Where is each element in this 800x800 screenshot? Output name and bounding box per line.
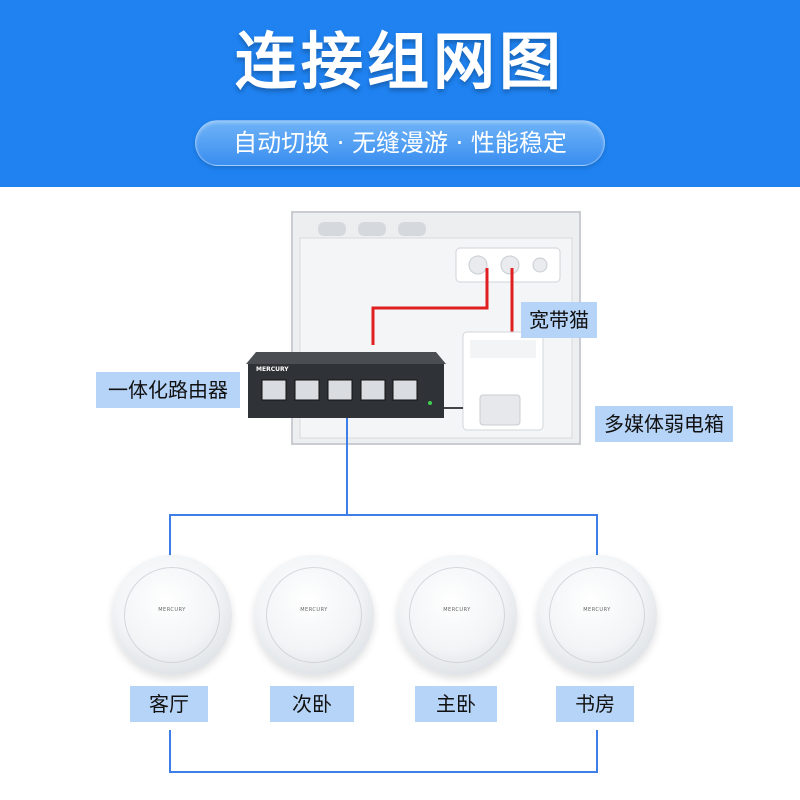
router-ports	[261, 379, 418, 401]
access-point-living: MERCURY	[112, 555, 232, 675]
access-point-second-bedroom: MERCURY	[254, 555, 374, 675]
blue-cable-top	[169, 514, 598, 580]
blue-cable-bottom	[169, 730, 598, 773]
header-banner: 连接组网图 自动切换 · 无缝漫游 · 性能稳定	[0, 0, 800, 187]
label-router: 一体化路由器	[96, 372, 240, 408]
router-brand: MERCURY	[256, 366, 289, 373]
access-point-study: MERCURY	[537, 555, 657, 675]
box-slots	[318, 222, 426, 236]
red-cable-router	[371, 268, 489, 345]
label-media-box: 多媒体弱电箱	[595, 406, 733, 442]
subtitle-pill: 自动切换 · 无缝漫游 · 性能稳定	[195, 120, 605, 166]
room-label-study: 书房	[556, 686, 634, 722]
room-label-living: 客厅	[130, 686, 208, 722]
room-label-master-bedroom: 主卧	[415, 686, 497, 722]
router-top	[246, 352, 446, 364]
access-point-master-bedroom: MERCURY	[397, 555, 517, 675]
page-title: 连接组网图	[234, 25, 565, 98]
label-modem: 宽带猫	[521, 302, 597, 338]
room-label-second-bedroom: 次卧	[270, 686, 354, 722]
